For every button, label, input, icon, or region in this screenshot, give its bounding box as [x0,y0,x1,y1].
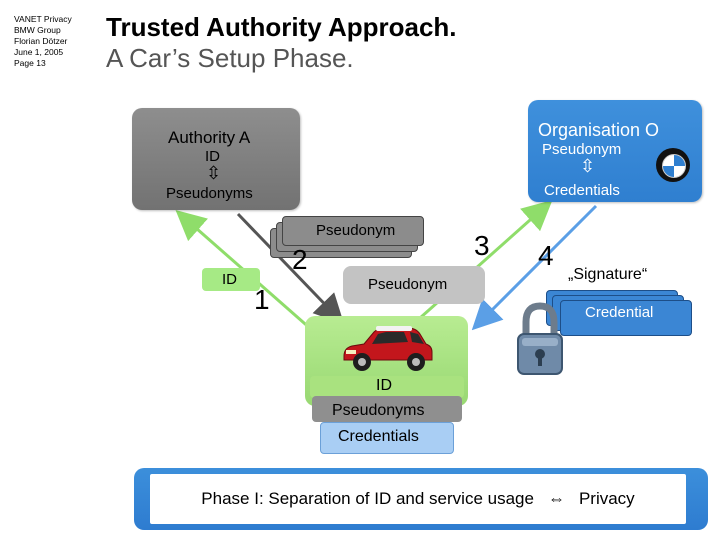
car-credentials-label: Credentials [338,428,419,445]
pseudonym-card-label: Pseudonym [316,222,396,239]
slide-meta: VANET Privacy BMW Group Florian Dötzer J… [14,14,72,69]
car-pseudonyms-bar [312,396,462,422]
authority-name: Authority A [168,128,251,147]
pseudonym-card-front [282,216,424,246]
authority-a-box [132,108,300,210]
phase-inner [150,474,686,524]
step-2-number: 2 [292,244,308,275]
meta-line: June 1, 2005 [14,47,64,57]
step-4-number: 4 [538,240,554,271]
id-box [202,268,260,291]
arrow-4 [471,204,598,331]
bidirectional-arrow-icon: ⇔ [547,489,565,508]
arrow-2 [236,212,345,325]
meta-line: Page 13 [14,58,46,68]
meta-line: VANET Privacy [14,14,72,24]
step-3-number: 3 [474,230,490,261]
car-credentials-bar [320,422,454,454]
phase-privacy: Privacy [578,489,635,508]
phase-text: Phase I: Separation of ID and service us… [201,489,534,508]
pseudonym-box [343,266,485,304]
credential-card-label: Credential [585,304,654,321]
title-line-1: Trusted Authority Approach. [106,12,457,42]
phase-text-row: Phase I: Separation of ID and service us… [150,474,686,524]
padlock-icon [517,302,563,375]
car-pseudonyms-label: Pseudonyms [332,402,425,419]
signature-label: „Signature“ [568,266,648,283]
step-1-number: 1 [254,284,270,315]
double-arrow-icon: ⇳ [206,163,222,183]
organisation-pseudonym: Pseudonym [542,141,622,158]
authority-pseudonyms: Pseudonyms [166,185,253,202]
meta-line: Florian Dötzer [14,36,68,46]
meta-line: BMW Group [14,25,61,35]
bmw-logo-center [662,154,686,178]
title-line-2: A Car’s Setup Phase. [106,43,354,73]
slide-title: Trusted Authority Approach. A Car’s Setu… [106,12,457,74]
car-icon [343,326,433,371]
car-id-label: ID [376,377,392,394]
car-id-bar [310,376,464,398]
organisation-credentials: Credentials [544,182,620,199]
credential-card-front [560,300,692,336]
id-box-label: ID [222,271,237,288]
double-arrow-icon: ⇳ [580,156,596,176]
organisation-name: Organisation O [538,120,660,140]
authority-id: ID [205,148,220,165]
pseudonym-box-label: Pseudonym [368,276,448,293]
